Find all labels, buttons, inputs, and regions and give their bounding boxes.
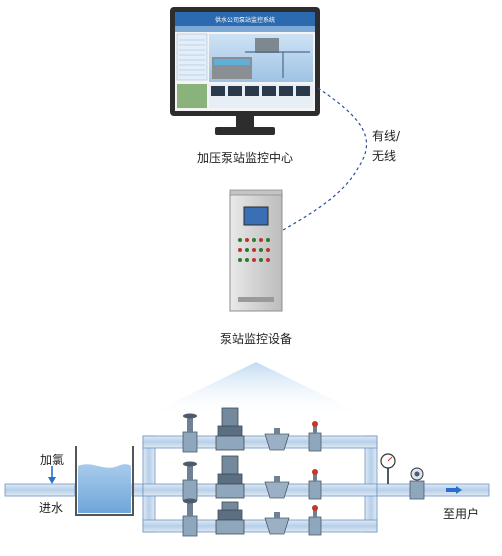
butterfly-valve-icon	[308, 469, 322, 500]
to-user-label: 至用户	[443, 507, 480, 521]
chlorine-label: 加氯	[40, 453, 65, 467]
check-valve-icon	[264, 512, 290, 535]
water-tank	[75, 446, 134, 516]
gate-valve-icon	[182, 461, 198, 501]
screen-side-panel	[176, 33, 208, 81]
comm-link-line	[282, 87, 368, 231]
pump-icon	[215, 455, 245, 499]
flow-arrow-icon	[446, 486, 462, 494]
control-cabinet	[229, 189, 283, 312]
tank-water	[78, 464, 131, 513]
monitor: 供水公司泵站监控系统	[170, 7, 320, 135]
gate-valve-icon	[182, 498, 198, 537]
cabinet-vent	[238, 297, 274, 302]
screen-photo	[177, 84, 207, 108]
branch-pipe-1	[142, 435, 378, 449]
cabinet-indicators	[238, 238, 270, 262]
signal-beam	[142, 362, 370, 418]
check-valve-icon	[264, 428, 290, 451]
screen-tab-bar	[175, 26, 315, 32]
monitor-neck	[236, 116, 254, 128]
branch-pipe-2	[142, 483, 378, 497]
pressure-gauge-icon	[380, 453, 396, 484]
screen-title-bar	[175, 12, 315, 26]
flow-meter-icon	[409, 467, 425, 500]
link-label-line1: 有线/	[372, 129, 401, 143]
device-label: 泵站监控设备	[220, 332, 292, 346]
screen-gauges	[209, 84, 313, 108]
butterfly-valve-icon	[308, 505, 322, 536]
pump-icon	[215, 501, 245, 535]
check-valve-icon	[264, 476, 290, 499]
link-label-line2: 无线	[372, 149, 396, 163]
cabinet-hmi-screen	[243, 206, 269, 226]
screen-title: 供水公司泵站监控系统	[215, 16, 275, 24]
screen-pump-house	[255, 38, 279, 53]
screen-side-rows	[179, 39, 205, 76]
inlet-label: 进水	[39, 501, 64, 515]
pump-row-3	[182, 498, 322, 537]
pump-icon	[215, 407, 245, 451]
pump-row-1	[182, 407, 322, 453]
monitor-center-label: 加压泵站监控中心	[197, 150, 293, 165]
butterfly-valve-icon	[308, 421, 322, 452]
inlet-pipe	[4, 483, 76, 497]
monitor-stand	[215, 127, 275, 135]
tank-wall	[75, 446, 134, 516]
chlorine-arrow	[48, 466, 56, 484]
outlet-pipe	[376, 483, 490, 497]
gate-valve-icon	[182, 413, 198, 453]
branch-pipe-3	[142, 519, 378, 533]
